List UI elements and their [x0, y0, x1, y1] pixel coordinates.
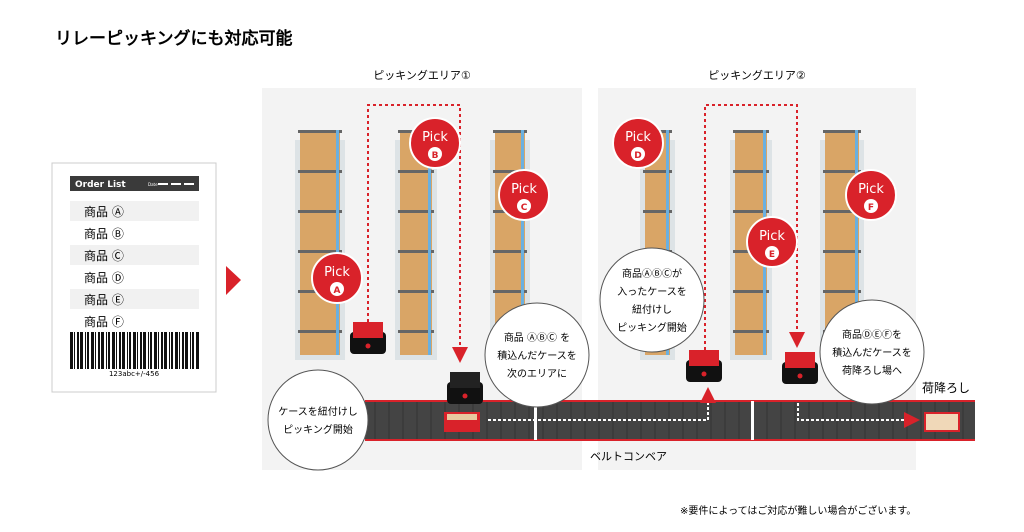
pick-route-area-2	[704, 104, 805, 350]
order-item: 商品 Ⓒ	[84, 248, 124, 263]
bubble-text: 積込んだケースを	[497, 349, 577, 362]
bubble-text: 積込んだケースを	[832, 346, 912, 359]
barcode-text: 123abc+/-456	[109, 370, 160, 378]
order-list-card: Order List Date 商品 Ⓐ 商品 Ⓑ 商品 Ⓒ 商品 Ⓓ 商品 Ⓔ 商品 Ⓕ…	[51, 162, 217, 393]
order-item: 商品 Ⓕ	[84, 314, 124, 329]
bubble-text: ケースを紐付けし	[278, 405, 358, 418]
pick-label: Pick	[324, 265, 350, 280]
pick-letter: F	[868, 203, 874, 213]
case-on-conveyor	[444, 412, 480, 432]
unload-label: 荷降ろし	[922, 381, 970, 395]
order-list-date-label: Date	[148, 182, 158, 187]
bubble-text: 次のエリアに	[507, 367, 567, 380]
bubble-text: ピッキング開始	[617, 321, 687, 334]
pick-label: Pick	[422, 130, 448, 145]
pick-label: Pick	[858, 182, 884, 197]
order-item: 商品 Ⓐ	[84, 204, 124, 219]
barcode	[70, 332, 199, 369]
picking-robot	[350, 322, 386, 354]
pick-label: Pick	[511, 182, 537, 197]
bubble-text: 紐付けし	[632, 303, 672, 316]
picking-robot	[782, 352, 818, 384]
bubble-text: 商品 ⒶⒷⒸ を	[504, 331, 570, 344]
arrow-right-icon	[226, 266, 241, 295]
bubble-text: 商品ⒹⒺⒻを	[842, 328, 902, 341]
conveyor-route-1	[488, 387, 716, 421]
page-title: リレーピッキングにも対応可能	[55, 28, 293, 49]
bubble-text: 入ったケースを	[617, 286, 687, 298]
pick-letter: D	[634, 151, 641, 161]
order-item: 商品 Ⓔ	[84, 292, 124, 307]
pick-letter: A	[334, 286, 341, 296]
pick-label: Pick	[759, 229, 785, 244]
case-unloaded	[924, 412, 960, 432]
picking-robot	[686, 350, 722, 382]
bubble-text: 荷降ろし場へ	[842, 364, 902, 377]
pick-letter: E	[769, 250, 775, 260]
order-item: 商品 Ⓑ	[84, 226, 124, 241]
pick-label: Pick	[625, 130, 651, 145]
conveyor-label: ベルトコンベア	[590, 450, 667, 463]
order-list-header: Order List	[75, 180, 126, 190]
bubble-text: 商品ⒶⒷⒸが	[622, 267, 682, 280]
order-item: 商品 Ⓓ	[84, 270, 124, 285]
storage-shelf	[395, 130, 437, 360]
footnote: ※要件によってはご対応が難しい場合がございます。	[680, 504, 916, 517]
pick-route-area-1	[367, 104, 468, 363]
area-2-label: ピッキングエリア②	[708, 68, 806, 82]
bubble-text: ピッキング開始	[283, 423, 353, 436]
pick-letter: C	[521, 203, 528, 213]
picking-robot	[447, 372, 483, 404]
area-1-label: ピッキングエリア①	[373, 68, 471, 82]
storage-shelf	[295, 130, 345, 360]
conveyor-route-2	[797, 403, 920, 428]
pick-letter: B	[432, 151, 439, 161]
